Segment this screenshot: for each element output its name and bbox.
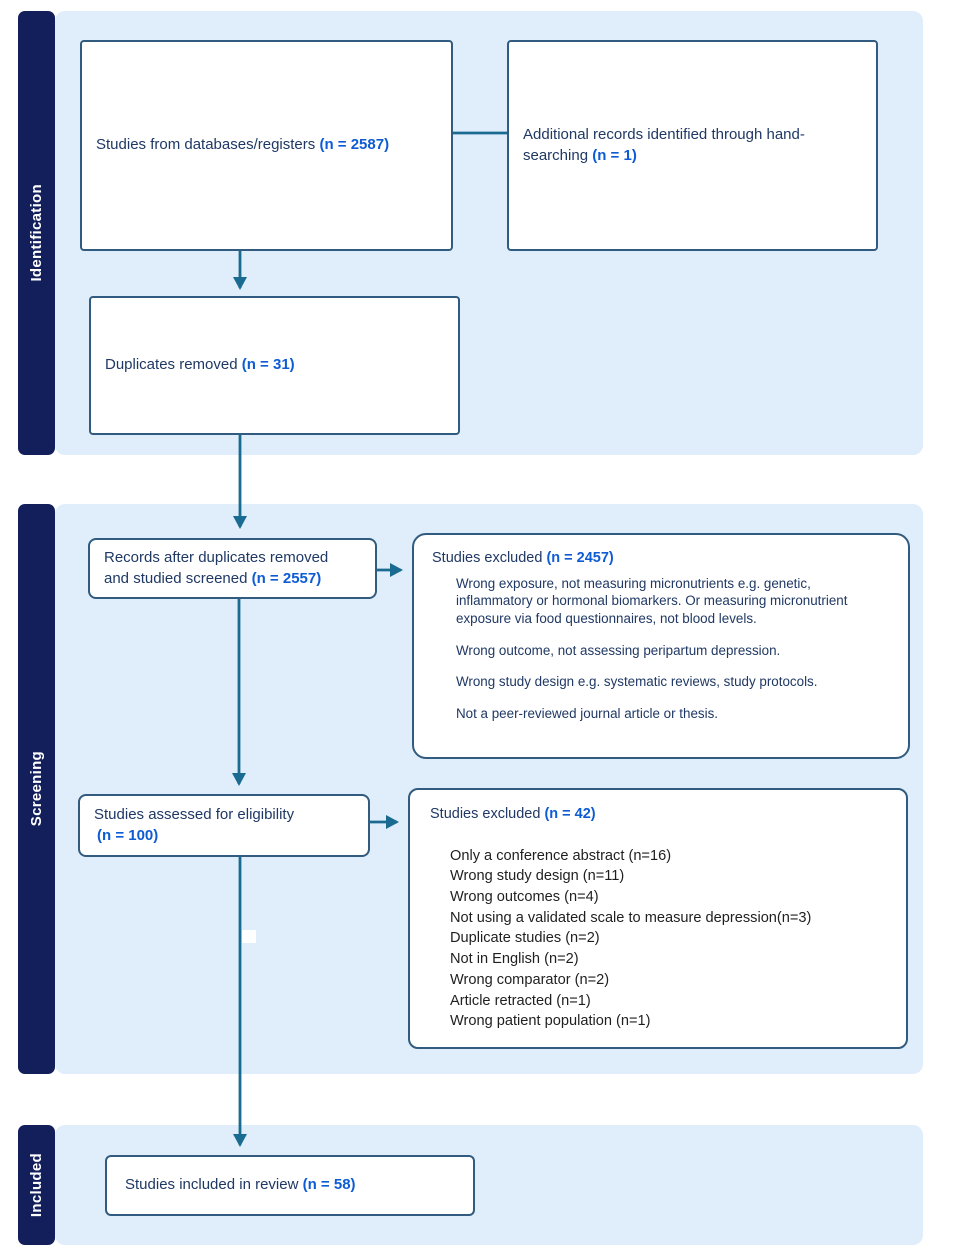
identification-label: Identification: [28, 184, 45, 282]
box-duplicates-removed: Duplicates removed (n = 31): [89, 296, 460, 435]
box-text: Records after duplicates removed and stu…: [104, 548, 347, 589]
list-item: Wrong comparator (n=2): [450, 971, 610, 988]
screening-label: Screening: [28, 751, 45, 827]
box-count: (n = 58): [302, 1176, 356, 1194]
box-label: Studies from databases/registers: [96, 136, 316, 154]
box-count: (n = 100): [97, 826, 159, 844]
box-excluded-screening: Studies excluded (n = 2457) Wrong exposu…: [412, 533, 910, 759]
exclusion-reasons: Wrong exposure, not measuring micronutri…: [432, 575, 890, 723]
list-item: Article retracted (n=1): [450, 992, 591, 1009]
list-item: Wrong exposure, not measuring micronutri…: [456, 575, 848, 626]
list-item: Not a peer-reviewed journal article or t…: [456, 706, 718, 721]
sidebar-included: Included: [18, 1125, 55, 1245]
box-label: Studies excluded: [430, 806, 541, 822]
box-label: Studies excluded: [432, 550, 543, 566]
sidebar-identification: Identification: [18, 11, 55, 455]
box-handsearching: Additional records identified through ha…: [507, 40, 878, 251]
box-count: (n = 2457): [546, 550, 614, 566]
box-label: Records after duplicates removed and stu…: [104, 549, 329, 587]
box-title: Studies excluded (n = 2457): [432, 549, 890, 569]
included-label: Included: [28, 1152, 45, 1218]
box-text: Duplicates removed (n = 31): [105, 355, 438, 375]
list-item: Wrong outcomes (n=4): [450, 889, 599, 905]
box-label: Studies included in review: [125, 1176, 299, 1194]
exclusion-reason-list: Only a conference abstract (n=16) Wrong s…: [430, 846, 888, 1032]
box-count: (n = 1): [592, 146, 637, 164]
box-excluded-eligibility: Studies excluded (n = 42) Only a confere…: [408, 788, 908, 1049]
box-text: Studies included in review (n = 58): [125, 1175, 453, 1195]
list-item: Not in English (n=2): [450, 951, 579, 968]
box-title: Studies excluded (n = 42): [430, 805, 888, 825]
box-count: (n = 2587): [319, 136, 390, 154]
box-text: Studies assessed for eligibility (n = 100…: [94, 805, 348, 846]
list-item: Wrong outcome, not assessing peripartum …: [456, 642, 781, 658]
white-square-artifact: [242, 930, 256, 943]
sidebar-screening: Screening: [18, 504, 55, 1074]
box-records-screened: Records after duplicates removed and stu…: [88, 538, 377, 599]
box-assessed-eligibility: Studies assessed for eligibility (n = 100…: [78, 794, 370, 857]
box-label: Studies assessed for eligibility: [94, 806, 295, 824]
list-item: Wrong study design (n=11): [450, 868, 625, 885]
box-count: (n = 2557): [251, 569, 322, 587]
box-text: Studies from databases/registers (n = 25…: [96, 135, 431, 155]
list-item: Only a conference abstract (n=16): [450, 847, 672, 864]
list-item: Wrong patient population (n=1): [450, 1013, 651, 1030]
box-label: Additional records identified through ha…: [523, 126, 805, 164]
list-item: Not using a validated scale to measure d…: [450, 909, 812, 926]
list-item: Wrong study design e.g. systematic revie…: [456, 674, 818, 690]
box-label: Duplicates removed: [105, 356, 238, 374]
box-count: (n = 42): [544, 806, 596, 822]
box-studies-from-databases: Studies from databases/registers (n = 25…: [80, 40, 453, 251]
box-count: (n = 31): [241, 356, 295, 374]
box-text: Additional records identified through ha…: [523, 125, 856, 166]
list-item: Duplicate studies (n=2): [450, 930, 600, 947]
box-studies-included: Studies included in review (n = 58): [105, 1155, 475, 1216]
